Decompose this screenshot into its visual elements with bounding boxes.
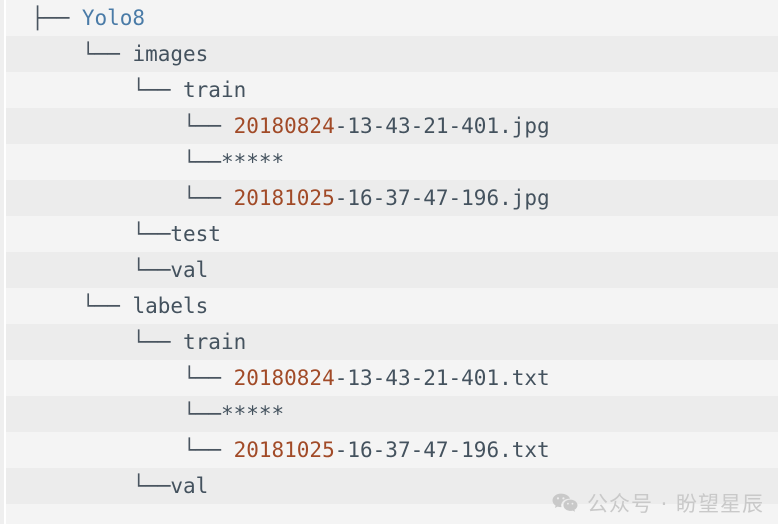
tree-row: └── 20181025-16-37-47-196.txt: [0, 432, 778, 468]
file-date-prefix: 20180824: [233, 366, 335, 390]
tree-row: └── images: [0, 36, 778, 72]
tree-row: └──test: [0, 216, 778, 252]
tree-row: └── 20180824-13-43-21-401.txt: [0, 360, 778, 396]
tree-branch-glyph: └──: [6, 474, 171, 498]
file-date-prefix: 20180824: [233, 114, 335, 138]
left-gutter: [0, 0, 4, 524]
tree-branch-glyph: └──: [6, 222, 171, 246]
tree-branch-glyph: └──: [6, 330, 184, 354]
directory-name: val: [170, 258, 209, 282]
tree-row: └── labels: [0, 288, 778, 324]
directory-name: val: [170, 474, 209, 498]
directory-name: images: [132, 42, 209, 66]
directory-name: train: [183, 78, 247, 102]
file-name-rest: -13-43-21-401.jpg: [334, 114, 550, 138]
tree-branch-glyph: └──: [6, 114, 234, 138]
tree-branch-glyph: └──: [6, 294, 133, 318]
tree-branch-glyph: └──: [6, 150, 221, 174]
ellipsis-marker: *****: [220, 150, 285, 174]
tree-row: └──*****: [0, 396, 778, 432]
gutter-divider-line: [4, 0, 6, 524]
tree-row: └── 20180824-13-43-21-401.jpg: [0, 108, 778, 144]
directory-name: test: [170, 222, 221, 246]
directory-name: labels: [132, 294, 209, 318]
tree-row: └── train: [0, 324, 778, 360]
tree-branch-glyph: └──: [6, 186, 234, 210]
tree-rows: ├── Yolo8 └── images └── train └── 20180…: [0, 0, 778, 504]
tree-row: └── train: [0, 72, 778, 108]
tree-branch-glyph: └──: [6, 402, 221, 426]
tree-row: ├── Yolo8: [0, 0, 778, 36]
tree-branch-glyph: └──: [6, 366, 234, 390]
file-date-prefix: 20181025: [233, 186, 335, 210]
tree-branch-glyph: ├──: [6, 6, 82, 30]
file-name-rest: -16-37-47-196.txt: [334, 438, 550, 462]
tree-branch-glyph: └──: [6, 258, 171, 282]
directory-name: Yolo8: [81, 6, 146, 30]
file-name-rest: -16-37-47-196.jpg: [334, 186, 550, 210]
tree-row: └── 20181025-16-37-47-196.jpg: [0, 180, 778, 216]
tree-row: └──val: [0, 252, 778, 288]
tree-row: └──val: [0, 468, 778, 504]
tree-branch-glyph: └──: [6, 438, 234, 462]
ellipsis-marker: *****: [220, 402, 285, 426]
tree-branch-glyph: └──: [6, 78, 184, 102]
file-date-prefix: 20181025: [233, 438, 335, 462]
directory-name: train: [183, 330, 247, 354]
tree-row: └──*****: [0, 144, 778, 180]
tree-branch-glyph: └──: [6, 42, 133, 66]
file-name-rest: -13-43-21-401.txt: [334, 366, 550, 390]
